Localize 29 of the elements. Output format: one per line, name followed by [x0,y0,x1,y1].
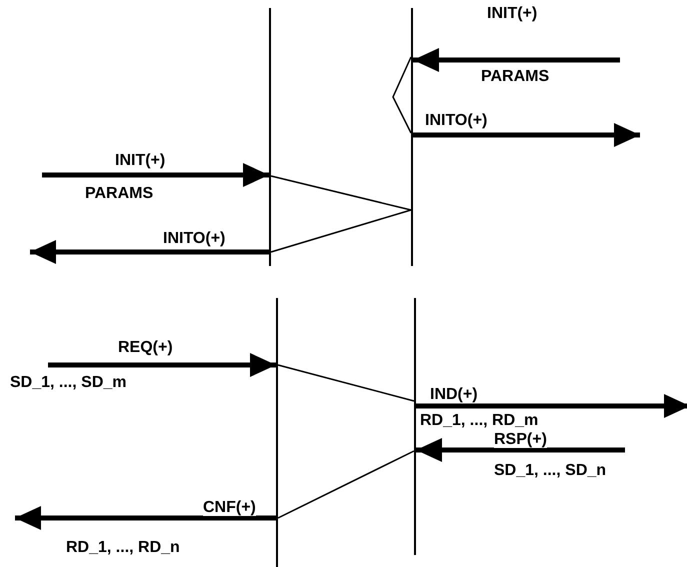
connector-line [392,56,412,134]
edge-label: RSP(+) [494,431,547,448]
arrow [48,353,276,377]
arrow [42,163,269,187]
arrow [15,506,276,530]
connector-line [270,175,412,211]
lifeline [269,8,271,266]
lifeline [276,298,278,567]
arrow [30,240,269,264]
lifeline [411,8,413,266]
edge-label: INIT(+) [487,5,538,22]
edge-label: INIT(+) [115,152,166,169]
parameter-label: RD_1, ..., RD_m [420,412,538,429]
edge-label: INITO(+) [163,230,226,247]
edge-label: INITO(+) [425,112,488,129]
arrow [416,438,625,462]
parameter-label: RD_1, ..., RD_n [66,539,180,556]
arrow [413,123,640,147]
edge-label: REQ(+) [118,339,173,356]
arrow [416,394,687,418]
arrow [413,48,620,72]
edge-label: IND(+) [430,386,478,403]
lifeline [414,298,416,555]
connector-line [278,364,414,402]
edge-label: CNF(+) [203,499,256,516]
connector-line [270,209,412,253]
parameter-label: SD_1, ..., SD_n [494,462,606,479]
parameter-label: SD_1, ..., SD_m [10,374,126,391]
connector-line [278,450,414,519]
